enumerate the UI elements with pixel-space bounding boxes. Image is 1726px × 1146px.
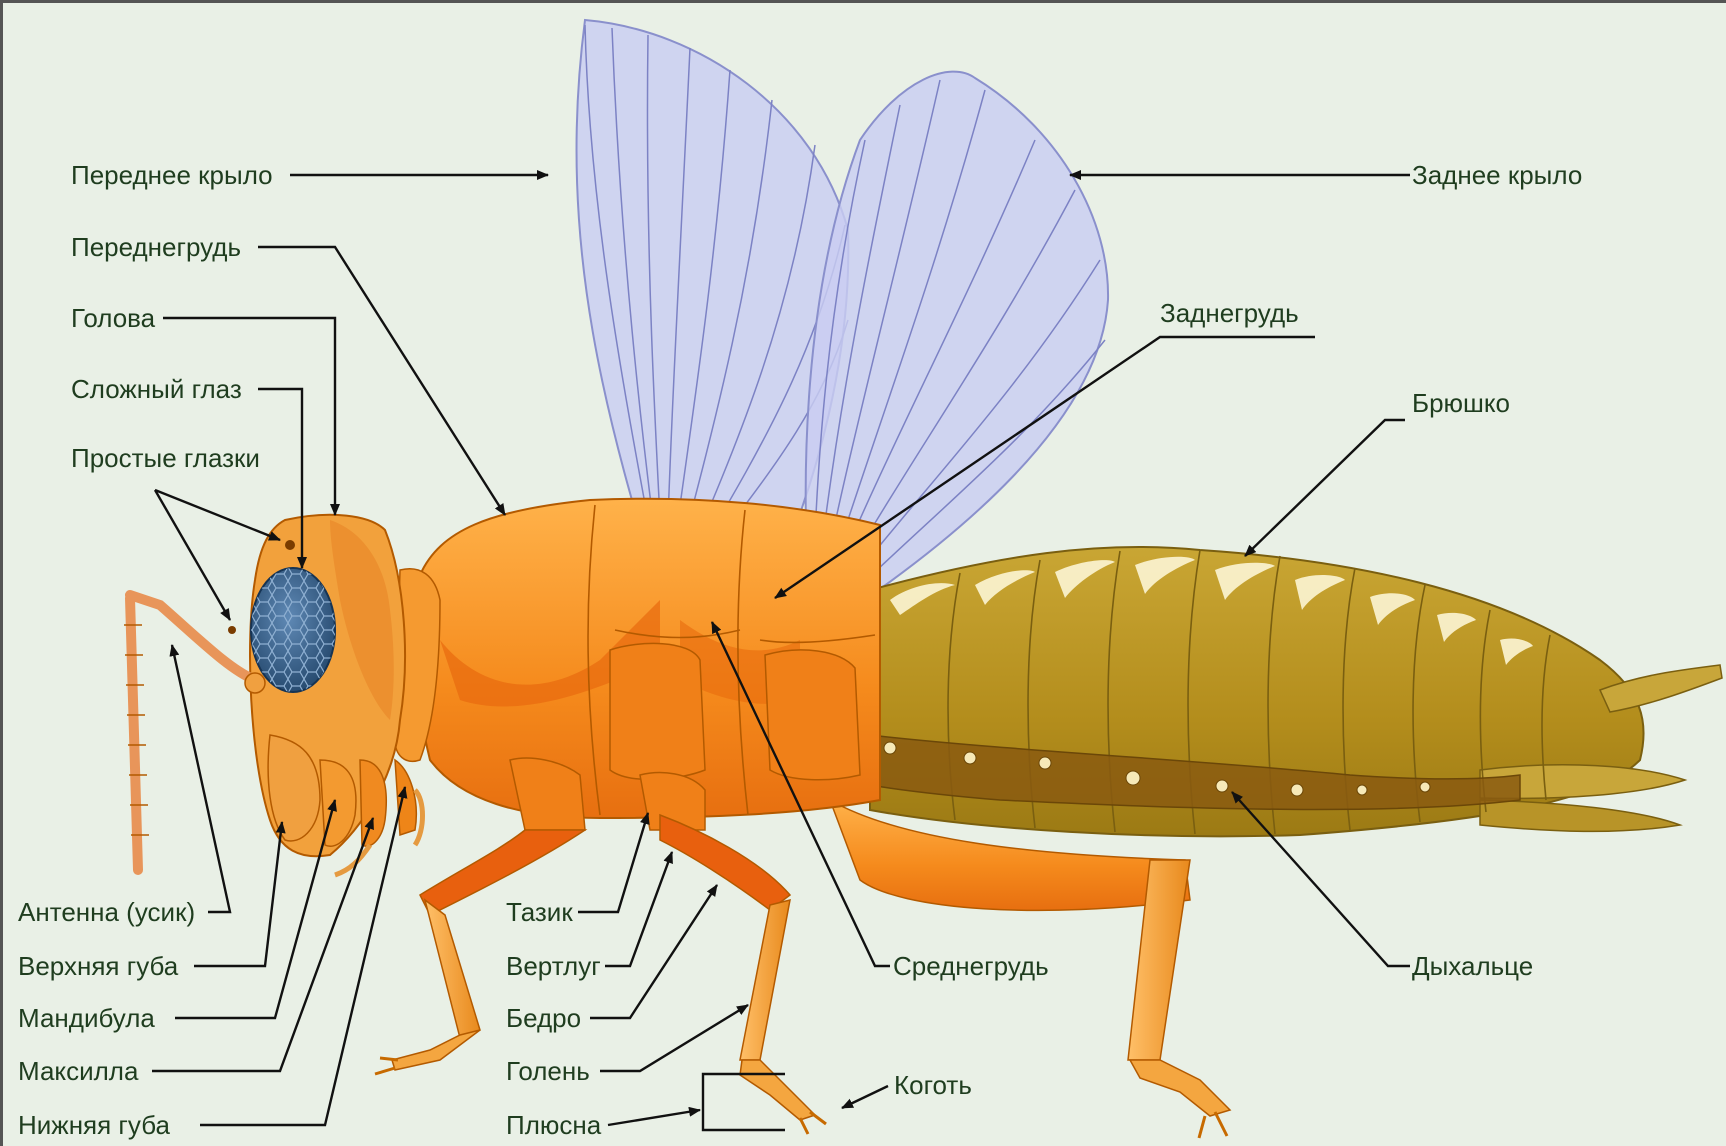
label-spiracle: Дыхальце (1412, 951, 1533, 981)
claw-leader (842, 1086, 888, 1108)
label-labium: Нижняя губа (18, 1110, 171, 1140)
abdomen (870, 547, 1722, 836)
maxilla-leader (152, 818, 373, 1071)
label-labrum: Верхняя губа (18, 951, 179, 981)
abdomen-leader (1245, 420, 1405, 556)
label-compound-eye: Сложный глаз (71, 374, 242, 404)
tibia-leader (600, 1005, 748, 1071)
ocelli-leader-2 (155, 490, 230, 620)
head-leader (163, 318, 335, 515)
trochanter-leader (605, 852, 672, 966)
label-femur: Бедро (506, 1003, 581, 1033)
label-mandible: Мандибула (18, 1003, 155, 1033)
thorax (416, 499, 880, 818)
label-coxa: Тазик (506, 897, 573, 927)
label-claw: Коготь (894, 1070, 972, 1100)
antenna-leader (172, 645, 230, 912)
label-ocelli: Простые глазки (71, 443, 260, 473)
prothorax-leader (258, 247, 505, 515)
ocelli-leader-1 (155, 490, 280, 540)
head (228, 515, 440, 875)
label-maxilla: Максилла (18, 1056, 139, 1086)
coxa-leader (578, 813, 648, 912)
labrum-leader (194, 822, 282, 966)
antenna (124, 595, 265, 870)
label-head: Голова (71, 303, 156, 333)
middle-leg (640, 773, 826, 1134)
label-hindwing: Заднее крыло (1412, 160, 1582, 190)
label-metathorax: Заднегрудь (1160, 298, 1299, 328)
tarsus-leader (608, 1110, 700, 1125)
label-antenna: Антенна (усик) (18, 897, 195, 927)
label-prothorax: Переднегрудь (71, 232, 241, 262)
label-tarsus: Плюсна (506, 1110, 602, 1140)
label-tibia: Голень (506, 1056, 590, 1086)
label-mesothorax: Среднегрудь (893, 951, 1049, 981)
label-forewing: Переднее крыло (71, 160, 273, 190)
label-abdomen: Брюшко (1412, 388, 1510, 418)
label-trochanter: Вертлуг (506, 951, 601, 981)
